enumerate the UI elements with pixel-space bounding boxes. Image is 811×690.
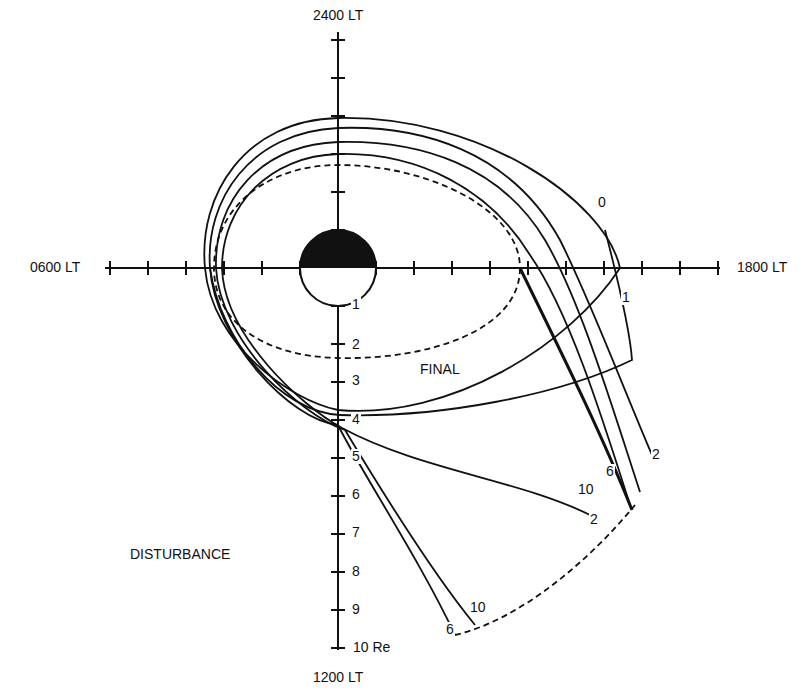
distance-number: 5 (351, 449, 361, 464)
time-label: 10 (469, 600, 487, 615)
distance-number: 9 (351, 602, 361, 617)
distance-number: 4 (351, 412, 361, 427)
curve-label: FINAL (419, 362, 461, 377)
time-label: 2 (651, 447, 661, 462)
time-label: 2 (589, 512, 599, 527)
axis-label: 1800 LT (736, 260, 788, 275)
time-label: 10 (577, 482, 595, 497)
axis-label: 1200 LT (312, 670, 364, 685)
axis-label: 2400 LT (312, 8, 364, 23)
distance-number: 1 (351, 297, 361, 312)
time-label: 6 (605, 464, 615, 479)
axis-label: 0600 LT (29, 260, 81, 275)
distance-number: 10 Re (352, 640, 391, 655)
distance-number: 3 (351, 373, 361, 388)
time-label: 1 (621, 290, 631, 305)
distance-number: 7 (351, 525, 361, 540)
time-label: 6 (445, 622, 455, 637)
time-label: 0 (597, 195, 607, 210)
distance-number: 8 (351, 564, 361, 579)
distance-number: 6 (351, 487, 361, 502)
distance-number: 2 (351, 337, 361, 352)
region-label: DISTURBANCE (129, 547, 231, 562)
